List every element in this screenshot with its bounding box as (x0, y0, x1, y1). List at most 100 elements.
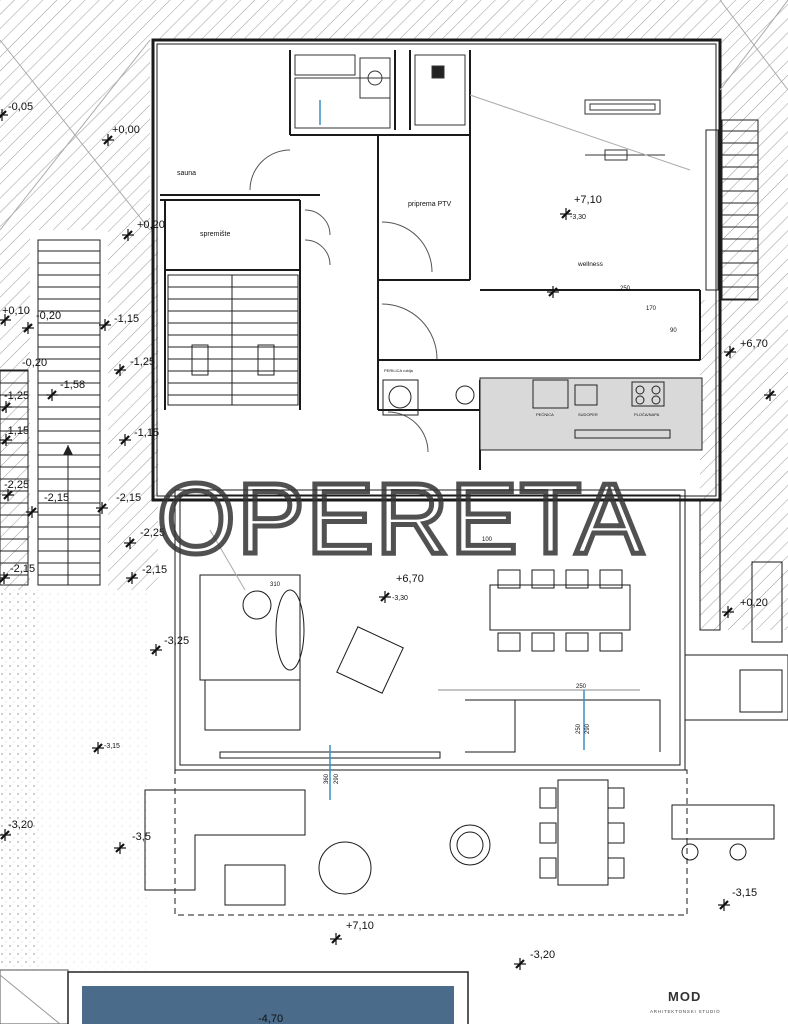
level-terrace-right: -3,15 (732, 887, 757, 899)
door-swings (249, 149, 438, 453)
level-marker-cross (99, 319, 111, 331)
level-marker-cross (26, 506, 38, 518)
kitchen-label-hob: PLOČA/NAPA (634, 412, 660, 417)
dim-290-terrace: 290 (334, 773, 340, 784)
kitchen-label-washer: PERILICA rublja (384, 368, 414, 373)
level-left-mid: -3,25 (164, 635, 189, 647)
level-west-zero: +0,00 (112, 124, 140, 136)
terrain-hatching (0, 0, 788, 970)
kitchen-counter (382, 377, 703, 451)
level-marker-cross (0, 314, 11, 326)
level-marker-cross (22, 322, 34, 334)
level-stair-l: -2,15 (44, 492, 69, 504)
level-marker-cross (764, 389, 776, 401)
level-marker-cross (150, 644, 162, 656)
kitchen-label-sink: SUDOPER (578, 412, 598, 417)
level-stair-i: -1,15 (4, 425, 29, 437)
watermark-text: OPERETA (157, 463, 645, 575)
level-marker-cross (722, 606, 734, 618)
level-stair-o: -2,15 (10, 563, 35, 575)
level-marker-cross (119, 434, 131, 446)
level-west-top: -0,05 (8, 101, 33, 113)
level-stair-a: +0,20 (137, 219, 165, 231)
studio-logo-tagline: ARHITEKTONSKI STUDIO (650, 1009, 720, 1014)
level-marker-cross (114, 364, 126, 376)
east-window-grille (705, 119, 759, 301)
level-bottom-center: -3,20 (530, 949, 555, 961)
level-stair-g: -1,58 (60, 379, 85, 391)
level-marker-cross (0, 572, 10, 584)
construction-lines (0, 0, 788, 591)
level-terrace: +7,10 (346, 920, 374, 932)
level-marker-cross (0, 109, 8, 121)
level-wellness-floor: +7,10 (574, 194, 602, 206)
level-marker-cross (514, 958, 526, 970)
dim-250-horizontal: 250 (576, 684, 587, 690)
dim-250-wellness: 250 (620, 286, 631, 292)
kitchen-label-oven: PEĆNICA (536, 412, 554, 417)
level-wellness-ceiling: -3,30 (570, 214, 586, 221)
living-room (174, 489, 686, 771)
room-label-hot-water: priprema PTV (408, 201, 452, 208)
level-marker-cross (126, 572, 138, 584)
level-stair-f: -1,25 (130, 356, 155, 368)
terrace (144, 561, 788, 916)
level-stair-p: -2,15 (142, 564, 167, 576)
sauna-bench (294, 54, 466, 129)
level-stair-e: -1,15 (114, 313, 139, 325)
level-stair-m: -2,15 (116, 492, 141, 504)
level-stair-c: -0,20 (36, 310, 61, 322)
level-pool: -4,70 (258, 1013, 283, 1024)
level-stair-d: -0,20 (22, 357, 47, 369)
level-marker-cross (2, 489, 14, 501)
section-markers (319, 100, 585, 800)
room-label-sauna: sauna (177, 170, 196, 177)
level-marker-symbols (0, 109, 776, 970)
interior-stairs (167, 274, 299, 406)
wellness-fixtures (584, 99, 665, 161)
level-marker-cross (560, 208, 572, 220)
level-marker-cross (122, 229, 134, 241)
level-left-low: -3,15 (104, 743, 120, 750)
dim-290-vertical: 290 (585, 723, 591, 734)
exterior-stairs (0, 239, 101, 586)
room-label-wellness: wellness (577, 261, 604, 268)
level-marker-cross (718, 899, 730, 911)
level-stair-k: -2,25 (4, 479, 29, 491)
level-stair-j: -1,15 (134, 427, 159, 439)
level-marker-cross (0, 434, 12, 446)
level-east-side: +6,70 (740, 338, 768, 350)
level-marker-cross (102, 134, 114, 146)
level-marker-cross (724, 346, 736, 358)
level-marker-cross (547, 286, 559, 298)
level-marker-cross (124, 537, 136, 549)
level-marker-cross (96, 502, 108, 514)
dim-90: 90 (670, 328, 677, 334)
level-stair-b: +0,10 (2, 305, 30, 317)
interior-walls (160, 50, 701, 470)
pool-area (0, 969, 469, 1024)
level-living-floor: +6,70 (396, 573, 424, 585)
level-east-lower: +0,20 (740, 597, 768, 609)
level-marker-cross (379, 591, 391, 603)
dim-170: 170 (646, 306, 657, 312)
room-label-storage: spremište (200, 231, 230, 238)
level-terrace-left: -3,5 (132, 831, 151, 843)
level-stair-n: -2,25 (140, 527, 165, 539)
level-marker-cross (0, 829, 11, 841)
level-marker-cross (92, 742, 104, 754)
level-marker-cross (114, 842, 126, 854)
dim-360-vertical: 360 (324, 773, 330, 784)
dim-310: 310 (270, 582, 281, 588)
dim-100: 100 (482, 537, 493, 543)
level-marker-cross (0, 401, 12, 413)
dim-250-vertical: 250 (576, 723, 582, 734)
level-living-ceiling: -3,30 (392, 595, 408, 602)
level-stair-h: -1,25 (4, 390, 29, 402)
level-marker-cross (46, 389, 58, 401)
studio-logo-mark: MOD (668, 989, 701, 1004)
level-left-bottom: -3,20 (8, 819, 33, 831)
level-marker-cross (330, 933, 342, 945)
